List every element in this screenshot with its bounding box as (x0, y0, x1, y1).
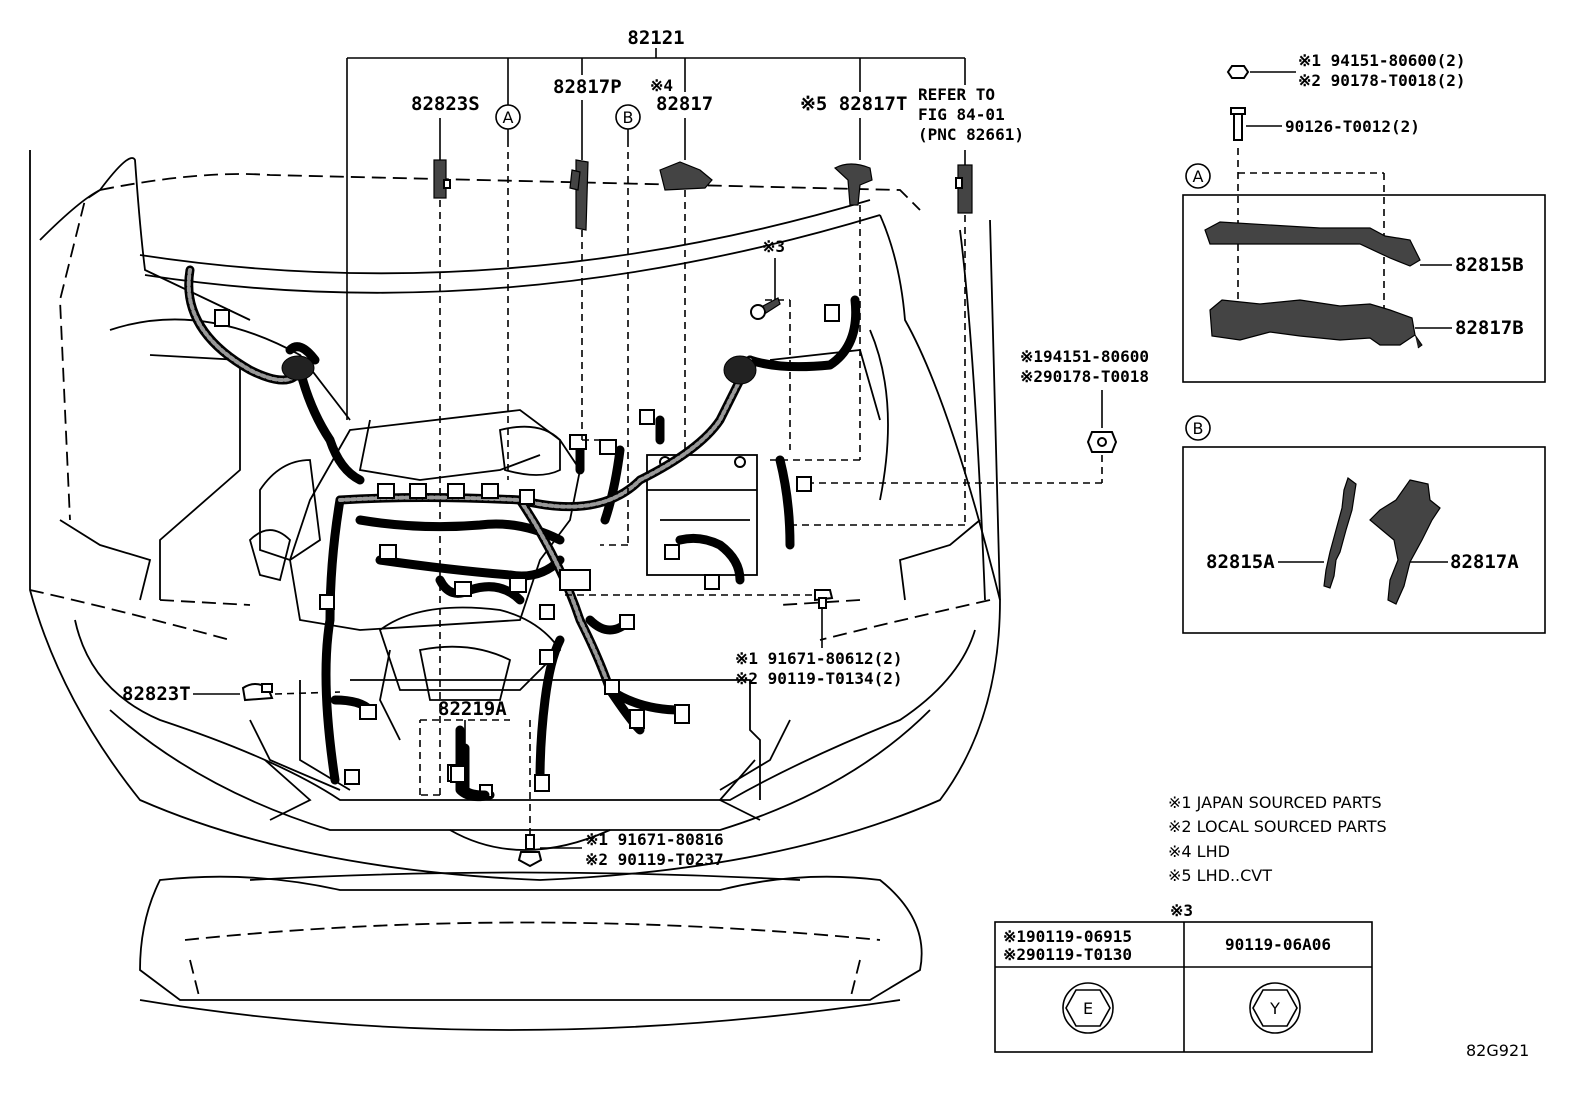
label-82823t: 82823T (122, 683, 191, 705)
legend-item-5: ※5 LHD..CVT (1168, 866, 1272, 885)
refer-line3: (PNC 82661) (918, 125, 1024, 144)
detail-b-box: B 82815A 82817A (1182, 415, 1546, 634)
label-detail-stud: 90126-T0012(2) (1285, 117, 1420, 136)
label-note3-bolt: ※3 (762, 237, 785, 256)
part-82817-graphic (659, 161, 713, 191)
part-82823t-graphic (241, 683, 274, 702)
label-82817: 82817 (656, 93, 713, 115)
label-82817t: ※5 82817T (800, 93, 907, 115)
label-82121: 82121 (627, 27, 684, 49)
table-header-mark: ※3 (1170, 901, 1193, 920)
svg-text:A: A (1193, 167, 1204, 186)
label-82817b: 82817B (1455, 317, 1524, 339)
callout-b-main: B (615, 104, 641, 130)
callout-a-main: A (495, 104, 521, 130)
detail-top-fasteners: ※1 94151-80600(2) ※2 90178-T0018(2) 9012… (1226, 51, 1466, 320)
refer-line2: FIG 84-01 (918, 105, 1005, 124)
wire-harness-82121 (184, 265, 861, 802)
engine-block (248, 409, 758, 741)
legend: ※1 JAPAN SOURCED PARTS ※2 LOCAL SOURCED … (1168, 793, 1387, 885)
bolt-center-graphic (814, 589, 834, 609)
table-col2-label: 90119-06A06 (1225, 935, 1331, 954)
label-bolt-center-1: ※1 91671-80612(2) (735, 649, 903, 668)
part-82817t-graphic (833, 163, 873, 206)
table-col1-line2: ※290119-T0130 (1003, 945, 1132, 964)
bolt-e-head-icon: E (1062, 982, 1114, 1034)
part-graphics (241, 159, 1118, 868)
label-bolt-bottom-2: ※2 90119-T0237 (585, 850, 724, 869)
detail-a-box: A 82815B 82817B (1182, 163, 1546, 383)
label-nut-mid-2: ※290178-T0018 (1020, 367, 1149, 386)
svg-text:E: E (1083, 999, 1093, 1018)
nut-mid-graphic (1086, 431, 1118, 453)
label-82219a: 82219A (438, 698, 507, 720)
table-col1-line1: ※190119-06915 (1003, 927, 1132, 946)
part-82219a-graphic (450, 743, 490, 800)
label-82823s: 82823S (411, 93, 480, 115)
svg-text:B: B (1193, 419, 1204, 438)
legend-item-1: ※1 JAPAN SOURCED PARTS (1168, 793, 1382, 812)
bolt-bottom-graphic (517, 834, 543, 868)
bolt-table: ※3 ※190119-06915 ※290119-T0130 90119-06A… (994, 901, 1373, 1053)
bolt-y-head-icon: Y (1249, 982, 1301, 1034)
legend-item-4: ※4 LHD (1168, 842, 1230, 861)
part-82817p-graphic (569, 159, 589, 231)
label-82817p: 82817P (553, 76, 622, 98)
label-nut-mid-1: ※194151-80600 (1020, 347, 1149, 366)
label-bolt-center-2: ※2 90119-T0134(2) (735, 669, 903, 688)
svg-text:B: B (623, 108, 634, 127)
bolt-note3-graphic (750, 297, 781, 320)
part-82661-graphic (955, 164, 973, 214)
label-82815a: 82815A (1206, 551, 1275, 573)
label-detail-nut-1: ※1 94151-80600(2) (1298, 51, 1466, 70)
figure-id: 82G921 (1466, 1041, 1529, 1060)
leader-lines (193, 48, 1103, 849)
label-bolt-bottom-1: ※1 91671-80816 (585, 830, 724, 849)
svg-text:A: A (503, 108, 514, 127)
legend-item-2: ※2 LOCAL SOURCED PARTS (1168, 817, 1387, 836)
label-82815b: 82815B (1455, 254, 1524, 276)
label-82817a: 82817A (1450, 551, 1519, 573)
label-detail-nut-2: ※2 90178-T0018(2) (1298, 71, 1466, 90)
part-82823s-graphic (433, 159, 451, 199)
refer-line1: REFER TO (918, 85, 995, 104)
svg-text:Y: Y (1269, 999, 1280, 1018)
label-82817-lhd-mark: ※4 (650, 76, 673, 95)
